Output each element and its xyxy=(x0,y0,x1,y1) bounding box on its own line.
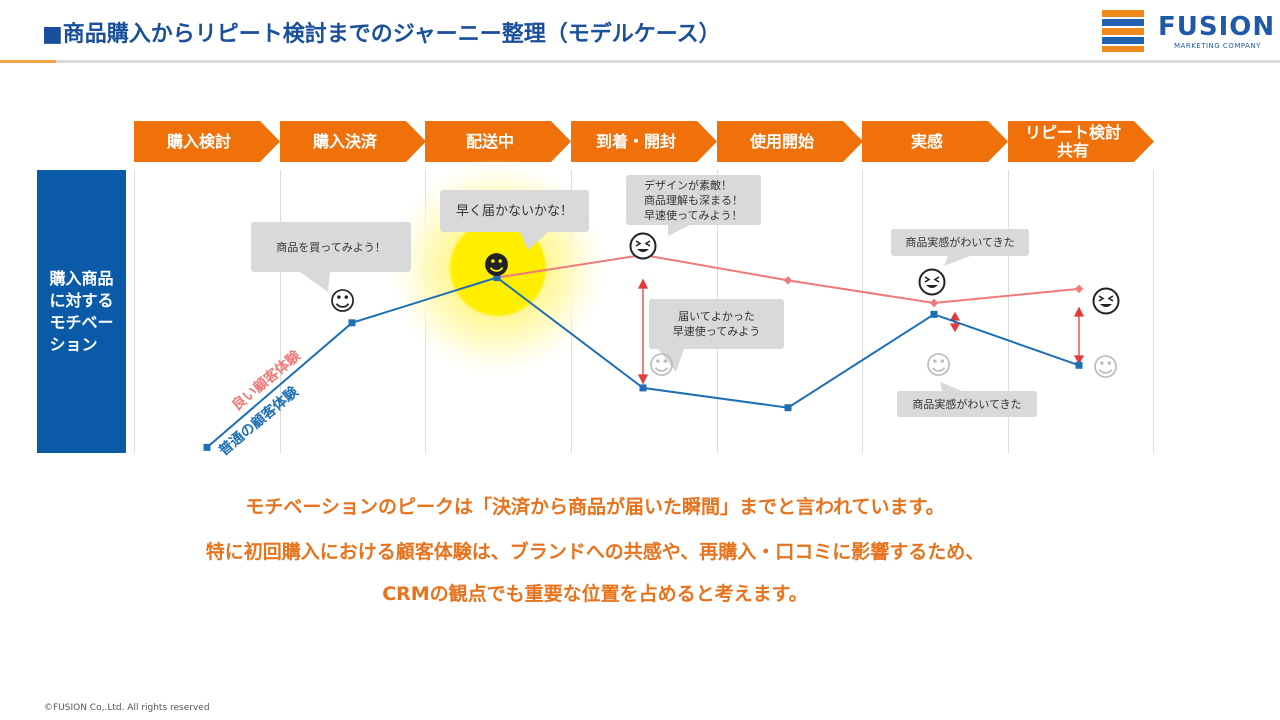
speech-bubble-5 xyxy=(891,229,1029,266)
series-point-1-0 xyxy=(203,443,211,451)
series-point-1-1 xyxy=(348,319,356,327)
bubble-text-4: 届いてよかった 早速使ってみよう xyxy=(672,310,761,338)
series-point-0-4 xyxy=(1074,284,1084,294)
neutral-face-icon: ☺ xyxy=(648,351,676,381)
logo-name: FUSION xyxy=(1158,12,1276,42)
gap-arrow-head xyxy=(637,278,649,289)
stage-label: 購入検討 xyxy=(166,131,231,151)
stage-label: 購入決済 xyxy=(312,131,377,151)
gap-arrow-head xyxy=(637,374,649,385)
stage-1: 購入検討 xyxy=(134,121,280,162)
stage-arrow-shape xyxy=(717,121,863,162)
grid-line xyxy=(134,170,135,453)
title-divider xyxy=(0,60,1280,63)
speech-bubble-1 xyxy=(251,222,411,292)
series-point-1-2 xyxy=(493,274,501,282)
excited-face-icon xyxy=(629,232,657,260)
bubble-text-2: 早く届かないかな！ xyxy=(455,203,573,219)
copyright: ©FUSION Co,.Ltd. All rights reserved xyxy=(44,703,210,713)
gap-arrow-head xyxy=(1073,306,1085,317)
gap-arrow-head xyxy=(1073,355,1085,365)
excited-face-icon xyxy=(918,268,946,296)
stage-6: 実感 xyxy=(862,121,1008,162)
stage-arrow-shape xyxy=(1008,121,1154,162)
grid-line xyxy=(1153,170,1154,453)
motivation-axis-label: 購入商品に対するモチベーション xyxy=(49,268,114,354)
stage-4: 到着・開封 xyxy=(571,121,717,162)
motivation-axis-panel: 購入商品に対するモチベーション xyxy=(37,170,126,453)
grid-line xyxy=(1008,170,1009,453)
stage-arrow-shape xyxy=(862,121,1008,162)
neutral-face-icon: ☺ xyxy=(925,351,953,381)
grid-line xyxy=(280,170,281,453)
stage-label: 到着・開封 xyxy=(595,131,676,151)
stage-3: 配送中 xyxy=(425,121,571,162)
speech-bubble-2 xyxy=(440,190,589,250)
stage-5: 使用開始 xyxy=(717,121,863,162)
stage-arrow-shape xyxy=(134,121,280,162)
smile-face-icon: ☻ xyxy=(483,251,511,281)
stage-arrow-shape xyxy=(425,121,571,162)
logo-subtitle: MARKETING COMPANY xyxy=(1174,42,1261,50)
stage-arrow-shape xyxy=(571,121,717,162)
body-text-line-2: 特に初回購入における顧客体験は、ブランドへの共感や、再購入・口コミに影響するため… xyxy=(205,541,985,563)
body-text-line-3: CRMの観点でも重要な位置を占めると考えます。 xyxy=(382,583,808,605)
stage-label: 実感 xyxy=(910,131,943,151)
neutral-face-icon: ☺ xyxy=(1092,353,1120,383)
speech-bubble-4 xyxy=(649,299,784,372)
stage-label: 配送中 xyxy=(465,131,514,151)
body-text-line-1: モチベーションのピークは「決済から商品が届いた瞬間」までと言われています。 xyxy=(245,496,945,518)
series-point-0-3 xyxy=(929,298,939,308)
bubble-text-6: 商品実感がわいてきた xyxy=(912,397,1022,411)
speech-bubble-3 xyxy=(626,175,761,236)
stage-2: 購入決済 xyxy=(280,121,426,162)
speech-bubble-6 xyxy=(897,382,1037,417)
gap-arrows xyxy=(637,278,1085,385)
company-logo: FUSION MARKETING COMPANY xyxy=(1102,10,1276,54)
stage-label: 使用開始 xyxy=(749,131,814,151)
stage-label: リピート検討 共有 xyxy=(1024,122,1121,160)
series-point-1-6 xyxy=(1075,361,1083,369)
gap-arrow-head xyxy=(949,311,961,321)
stage-7: リピート検討 共有 xyxy=(1008,121,1154,162)
smile-face-icon: ☺ xyxy=(329,287,357,317)
grid-line xyxy=(862,170,863,453)
series-point-1-3 xyxy=(639,384,647,392)
fusion-logo-icon xyxy=(1102,10,1144,52)
series-point-1-5 xyxy=(930,310,938,318)
series-point-0-2 xyxy=(783,276,793,285)
gap-arrow-head xyxy=(949,323,961,333)
stage-arrow-shape xyxy=(280,121,426,162)
excited-face-icon xyxy=(1092,287,1120,315)
bubble-text-1: 商品を買ってみよう！ xyxy=(276,240,386,254)
bubble-text-3: デザインが素敵！ 商品理解も深まる！ 早速使ってみよう！ xyxy=(644,178,743,222)
title-divider-accent xyxy=(0,60,56,63)
bubble-text-5: 商品実感がわいてきた xyxy=(905,236,1015,249)
page-title: ■商品購入からリピート検討までのジャーニー整理（モデルケース） xyxy=(42,22,721,47)
series-point-1-4 xyxy=(784,404,792,412)
